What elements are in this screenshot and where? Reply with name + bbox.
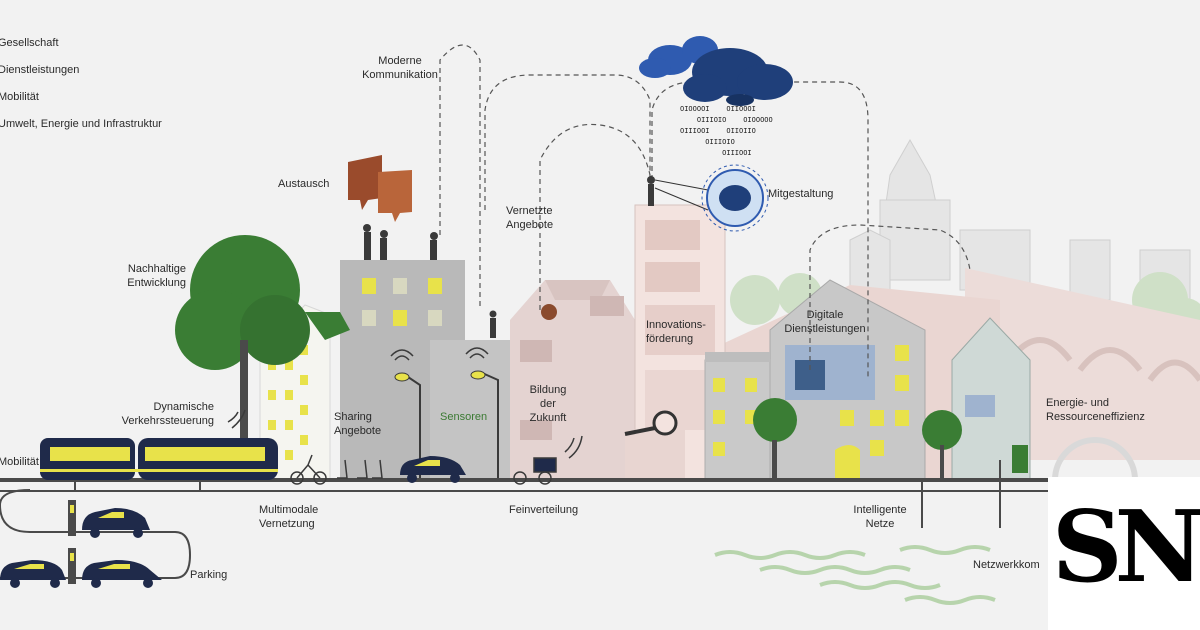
binary-code: OIOOOOI OIIOOOI OIIIOIO OIOOOOO OIIIOOI … (680, 105, 773, 157)
label-sharing-angebote: Sharing Angebote (334, 411, 382, 437)
label-innovationsfoerderung: Innovations- förderung (646, 319, 706, 345)
glass-house (922, 317, 1031, 481)
label-intelligente-netze: Intelligente Netze (853, 504, 907, 530)
rooftop-people (363, 176, 655, 338)
legend-item-dienstleistungen: Dienstleistungen (0, 64, 80, 76)
cloud (639, 36, 793, 106)
sn-logo-text: SN (1051, 490, 1200, 605)
street-lamps (404, 371, 499, 480)
label-moderne-kommunikation: Moderne Kommunikation (362, 55, 438, 81)
label-vernetzte-angebote: Vernetzte Angebote (506, 205, 554, 231)
office-building (769, 279, 926, 481)
micro-mobility (290, 454, 557, 485)
signal-waves (227, 347, 583, 459)
label-mobilitaet: Mobilität (0, 456, 39, 468)
grid-lines (921, 460, 1001, 528)
tree-mid (753, 398, 797, 480)
magnifier-icon (624, 410, 678, 436)
speech-bubbles (348, 155, 412, 222)
school-building (510, 280, 635, 480)
charging-poles (68, 500, 76, 584)
label-digitale-dienstleistungen: Digitale Dienstleistungen (784, 309, 866, 335)
car-windows (14, 460, 440, 569)
tram (40, 438, 278, 492)
label-sensoren: Sensoren (440, 411, 488, 423)
label-mitgestaltung: Mitgestaltung (768, 188, 834, 200)
label-multimodale-vernetzung: Multimodale Vernetzung (259, 504, 319, 530)
label-nachhaltige-entwicklung: Nachhaltige Entwicklung (127, 263, 186, 289)
legend-item-mobilitaet: Mobilität (0, 91, 39, 103)
label-dynamische-verkehrssteuerung: Dynamische Verkehrssteuerung (121, 401, 214, 427)
label-austausch: Austausch (278, 178, 330, 190)
legend-item-gesellschaft: Gesellschaft (0, 37, 59, 49)
label-parking: Parking (190, 569, 228, 581)
label-energie-ressourceneffizienz: Energie- und Ressourceneffizienz (1046, 397, 1145, 423)
label-feinverteilung: Feinverteilung (509, 504, 579, 516)
legend-item-umwelt: Umwelt, Energie und Infrastruktur (0, 118, 162, 130)
legend: Gesellschaft Dienstleistungen Mobilität … (0, 36, 162, 144)
globe-icon (654, 164, 769, 232)
water-waves (714, 545, 996, 605)
label-netzwerkkom: Netzwerkkom (973, 559, 1040, 571)
grey-mid-building (430, 340, 510, 480)
road (0, 478, 1060, 579)
label-bildung-der-zukunft: Bildung der Zukunft (529, 384, 567, 424)
background-buildings (849, 138, 1191, 311)
sn-logo[interactable]: SN (1048, 477, 1200, 630)
tree-large (175, 235, 310, 480)
